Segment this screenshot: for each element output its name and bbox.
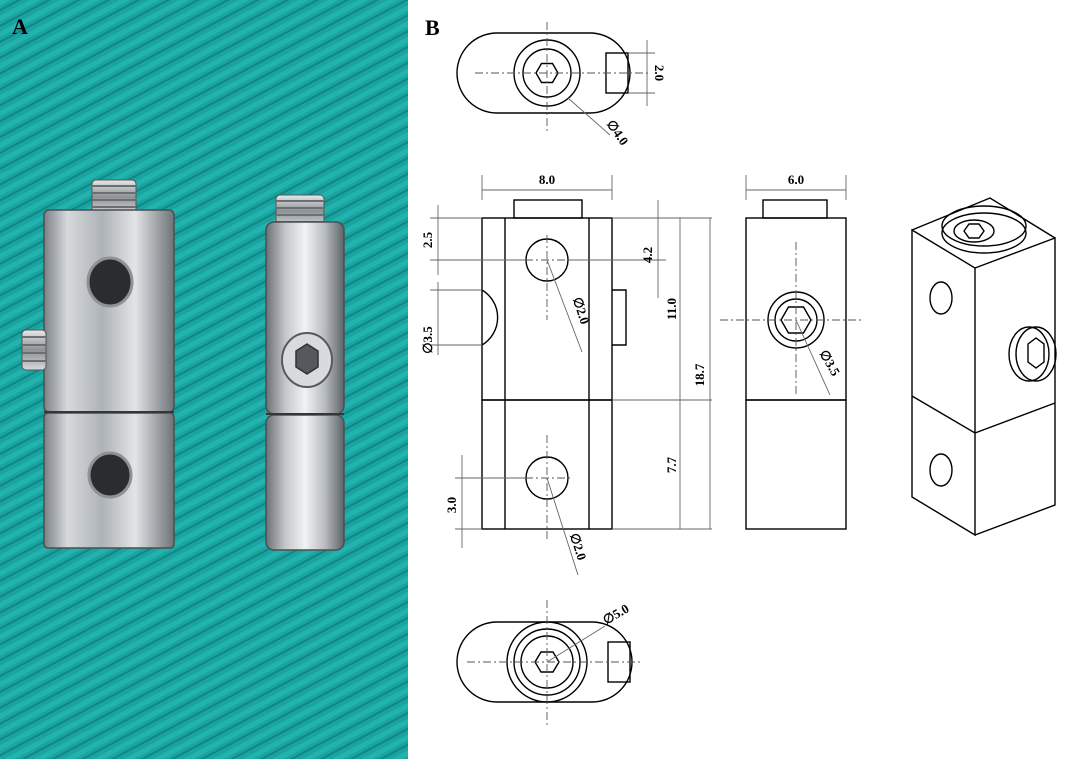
dim-lower-hole-dia: ∅2.0: [567, 531, 590, 562]
dim-total-height: 18.7: [692, 363, 707, 386]
left-clamp: [21, 179, 175, 549]
isometric-view: [911, 197, 1057, 537]
dim-top-socket-dia: ∅4.0: [604, 117, 632, 148]
top-view: [456, 22, 655, 136]
dim-upper-height: 11.0: [664, 298, 679, 320]
hex-socket-icon: [295, 343, 319, 375]
dim-lower-height: 7.7: [664, 456, 679, 473]
dim-front-width: 8.0: [539, 172, 555, 187]
clamp-photo: [0, 0, 408, 759]
technical-drawing: B 2.0 ∅4.0 8.0 6.0 2.5 4.2 ∅3.5 ∅2.0 11.…: [420, 15, 1057, 728]
panel-label-a: A: [12, 14, 28, 39]
side-view: [720, 175, 862, 530]
dim-bottom-socket-dia: ∅5.0: [600, 601, 631, 628]
dim-side-notch-dia: ∅3.5: [420, 326, 435, 354]
dim-side-width: 6.0: [788, 172, 804, 187]
drawing-panel-b: B 2.0 ∅4.0 8.0 6.0 2.5 4.2 ∅3.5 ∅2.0 11.…: [408, 0, 1065, 759]
photo-panel-a: A: [0, 0, 408, 759]
panel-label-b: B: [425, 15, 440, 40]
dim-top-hole-offset: 2.5: [420, 231, 435, 248]
dim-bottom-hole-offset: 3.0: [444, 497, 459, 513]
dim-side-hole-offset: 4.2: [640, 247, 655, 263]
bottom-view: [456, 600, 642, 728]
dim-top-tab-height: 2.0: [652, 65, 667, 81]
front-view: [430, 175, 712, 576]
right-clamp: [265, 194, 345, 551]
